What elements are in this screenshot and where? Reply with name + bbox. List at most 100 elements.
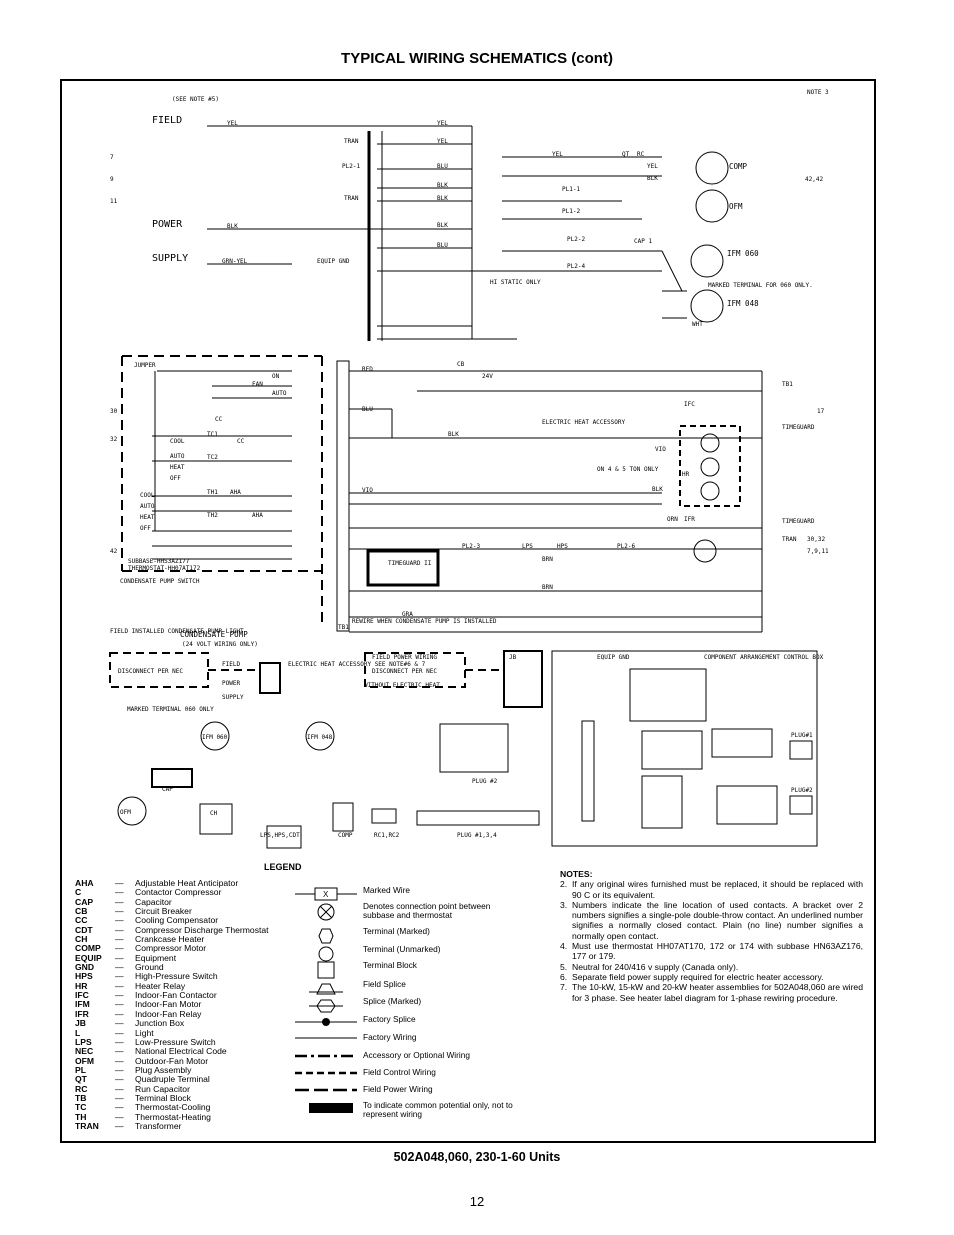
jb-label: JB <box>509 654 517 661</box>
legend-row: IFR—Indoor-Fan Relay <box>75 1008 295 1019</box>
legend-row: CC—Cooling Compensator <box>75 915 295 926</box>
comp-small-label: COMP <box>338 832 353 839</box>
legend-symbol-glyph <box>295 1015 357 1035</box>
notes-title: NOTES: <box>560 869 593 879</box>
marked-wire-letter: X <box>323 890 329 899</box>
legend-row: HPS—High-Pressure Switch <box>75 971 295 982</box>
legend-row: RC—Run Capacitor <box>75 1083 295 1094</box>
fan-on-label: ON <box>272 373 280 380</box>
legend-dash: — <box>115 1074 124 1085</box>
ifm-048-label: IFM 048 <box>727 299 759 308</box>
tran-label-2: TRAN <box>344 195 359 202</box>
notes-list: 2.If any original wires furnished must b… <box>560 879 863 1003</box>
legend-dash: — <box>115 1055 124 1066</box>
line-30: 30 <box>110 408 118 415</box>
note-item: 6. Separate field power supply required f… <box>560 972 863 982</box>
disconnect-label-1: DISCONNECT PER NEC <box>118 668 183 675</box>
pl2-6-label: PL2-6 <box>617 543 635 550</box>
legend-abbr: TC <box>75 1102 87 1113</box>
pl1-1-label: PL1-1 <box>562 186 580 193</box>
rc-label: RC <box>637 151 645 158</box>
legend-meaning: Outdoor-Fan Motor <box>135 1055 209 1066</box>
legend-meaning: Low-Pressure Switch <box>135 1036 216 1047</box>
legend-abbr: CC <box>75 915 88 926</box>
legend-abbr: TRAN <box>75 1120 99 1131</box>
legend-meaning: Heater Relay <box>135 980 186 991</box>
legend-abbr: CDT <box>75 924 93 935</box>
jumper-label: JUMPER <box>134 362 156 369</box>
thermostat-label: THERMOSTAT-HH07AT172 <box>128 565 201 572</box>
legend-row: COMP—Compressor Motor <box>75 943 295 954</box>
cc-label-2: CC <box>237 438 245 445</box>
legend-row: JB—Junction Box <box>75 1018 295 1028</box>
auto-label-2: AUTO <box>140 503 155 510</box>
legend-meaning: Circuit Breaker <box>135 906 192 917</box>
note-item: 2.If any original wires furnished must b… <box>560 879 863 900</box>
line-7: 7 <box>110 154 114 161</box>
th2-label: TH2 <box>207 512 218 519</box>
without-electric-heat: WITHOUT ELECTRIC HEAT <box>364 682 440 689</box>
legend-symbol-label: Field Splice <box>363 979 406 989</box>
note-number: 3. <box>560 899 568 910</box>
legend-symbol-glyph <box>295 961 357 981</box>
legend-dash: — <box>115 906 124 917</box>
legend-meaning: High-Pressure Switch <box>135 971 218 982</box>
line-42: 42 <box>110 548 118 555</box>
legend-row: CB—Circuit Breaker <box>75 906 295 917</box>
legend-symbol-glyph: X <box>295 886 357 906</box>
legend-abbr: HR <box>75 980 88 991</box>
note-number: 6. <box>560 971 568 982</box>
legend-symbol-glyph <box>295 1101 357 1121</box>
timeguard-label-1: TIMEGUARD <box>782 424 815 431</box>
cap-label: CAP <box>162 786 173 793</box>
legend-dash: — <box>115 1102 124 1113</box>
line-30-32: 30,32 <box>807 536 825 543</box>
blk-wire-6: BLK <box>448 431 459 438</box>
qt-label: QT <box>622 151 630 158</box>
brn-wire-2: BRN <box>542 584 553 591</box>
line-7-9-11: 7,9,11 <box>807 548 829 555</box>
legend-meaning: Transformer <box>135 1120 182 1131</box>
blk-wire-7: BLK <box>652 486 663 493</box>
legend-dash: — <box>115 887 124 898</box>
legend-symbol-glyph <box>295 980 357 1000</box>
timeguard-label-2: TIMEGUARD <box>782 518 815 525</box>
see-note-5: (SEE NOTE #5) <box>172 96 219 103</box>
legend-abbr: PL <box>75 1064 86 1075</box>
tb1-label-1: TB1 <box>782 381 793 388</box>
legend-abbr: NEC <box>75 1046 94 1057</box>
ifm-048-small: IFM 048 <box>307 734 333 741</box>
legend-abbr: IFM <box>75 999 90 1010</box>
hi-static-only: HI STATIC ONLY <box>490 279 541 286</box>
legend-dash: — <box>115 999 124 1010</box>
legend-meaning: Run Capacitor <box>135 1083 190 1094</box>
legend-dash: — <box>115 962 124 973</box>
legend-meaning: Quadruple Terminal <box>135 1074 210 1085</box>
legend-abbr: IFR <box>75 1008 89 1019</box>
comp-label: COMP <box>729 162 748 171</box>
legend-dash: — <box>115 980 124 991</box>
legend-meaning: Thermostat-Heating <box>135 1111 211 1122</box>
legend-symbol-glyph <box>295 1085 357 1105</box>
legend-dash: — <box>115 924 124 935</box>
plug2-label-b: PLUG#2 <box>791 787 813 794</box>
legend-dash: — <box>115 1027 124 1038</box>
legend-row: PL—Plug Assembly <box>75 1064 295 1075</box>
note-item: 5.Neutral for 240/416 v supply (Canada o… <box>560 962 863 972</box>
note-3: NOTE 3 <box>807 89 829 96</box>
tc2-label: TC2 <box>207 454 218 461</box>
legend-row: EQUIP—Equipment <box>75 953 295 963</box>
legend-row: CDT—Compressor Discharge Thermostat <box>75 924 295 935</box>
line-17: 17 <box>817 408 825 415</box>
legend-row: L—Light <box>75 1027 295 1038</box>
pl2-2-label: PL2-2 <box>567 236 585 243</box>
legend-dash: — <box>115 943 124 954</box>
legend-dash: — <box>115 1036 124 1047</box>
legend-symbol-label: Terminal (Marked) <box>363 926 430 936</box>
note-text: Separate field power supply required for… <box>572 971 824 982</box>
legend-symbol-label: To indicate common potential only, not t… <box>363 1100 513 1120</box>
legend-symbol-label: Splice (Marked) <box>363 996 422 1006</box>
notes: NOTES: 2.If any original wires furnished… <box>560 869 863 1003</box>
legend-row: TB—Terminal Block <box>75 1093 295 1103</box>
